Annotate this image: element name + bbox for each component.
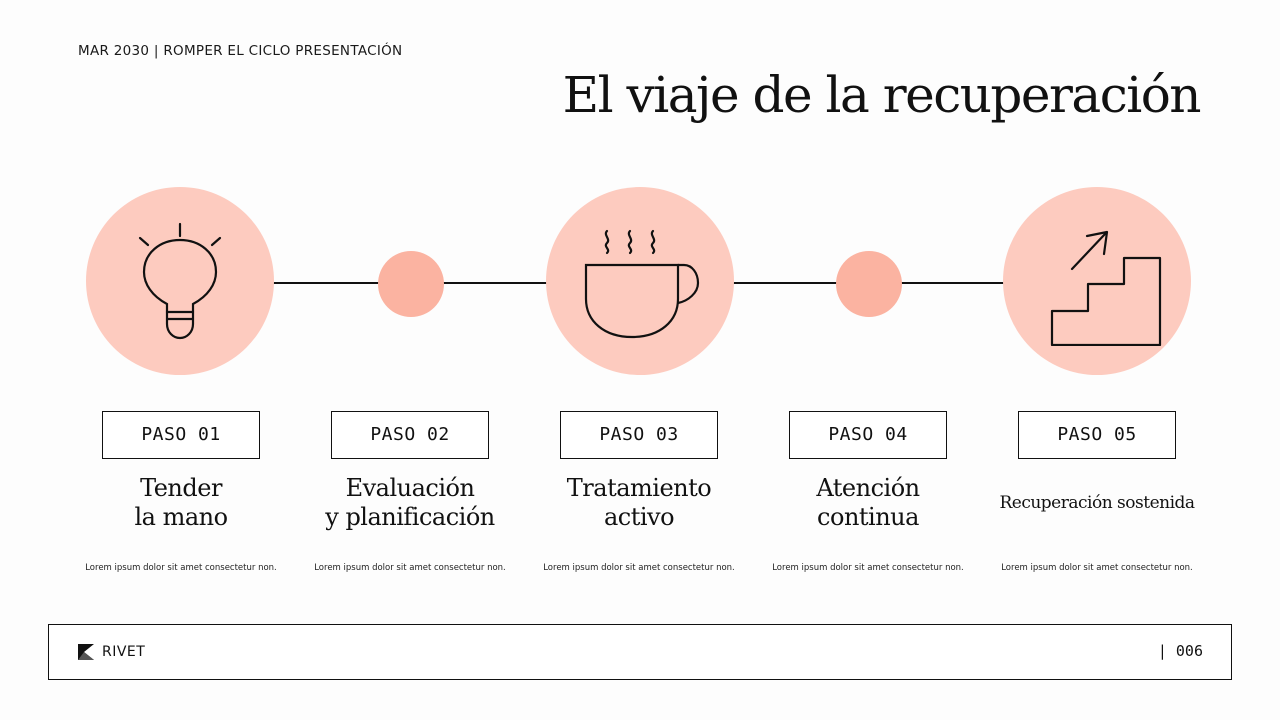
- step-5: PASO 05 Recuperación sostenida Lorem ips…: [997, 411, 1197, 573]
- step-badge: PASO 02: [331, 411, 489, 459]
- stairs-arrow-icon: [1050, 230, 1162, 346]
- step-2-dot: [378, 251, 444, 317]
- brand-name: RIVET: [102, 644, 146, 660]
- presentation-eyebrow: MAR 2030 | ROMPER EL CICLO PRESENTACIÓN: [78, 43, 403, 59]
- step-1-circle: [86, 187, 274, 375]
- step-description: Lorem ipsum dolor sit amet consectetur n…: [543, 563, 735, 573]
- coffee-cup-icon: [584, 229, 700, 339]
- step-5-circle: [1003, 187, 1191, 375]
- slide-footer: RIVET | 006: [48, 624, 1232, 680]
- step-badge: PASO 05: [1018, 411, 1176, 459]
- page-number: | 006: [1157, 642, 1203, 660]
- step-badge: PASO 04: [789, 411, 947, 459]
- step-4-dot: [836, 251, 902, 317]
- step-badge: PASO 03: [560, 411, 718, 459]
- step-description: Lorem ipsum dolor sit amet consectetur n…: [1001, 563, 1193, 573]
- lightbulb-icon: [138, 222, 222, 340]
- step-description: Lorem ipsum dolor sit amet consectetur n…: [772, 563, 964, 573]
- step-title: Recuperación sostenida: [999, 492, 1195, 513]
- step-description: Lorem ipsum dolor sit amet consectetur n…: [314, 563, 506, 573]
- step-badge: PASO 01: [102, 411, 260, 459]
- step-3-circle: [546, 187, 734, 375]
- slide-title: El viaje de la recuperación: [562, 66, 1202, 124]
- rivet-logo-icon: [78, 644, 94, 660]
- brand-logo: RIVET: [78, 644, 145, 660]
- step-description: Lorem ipsum dolor sit amet consectetur n…: [85, 563, 277, 573]
